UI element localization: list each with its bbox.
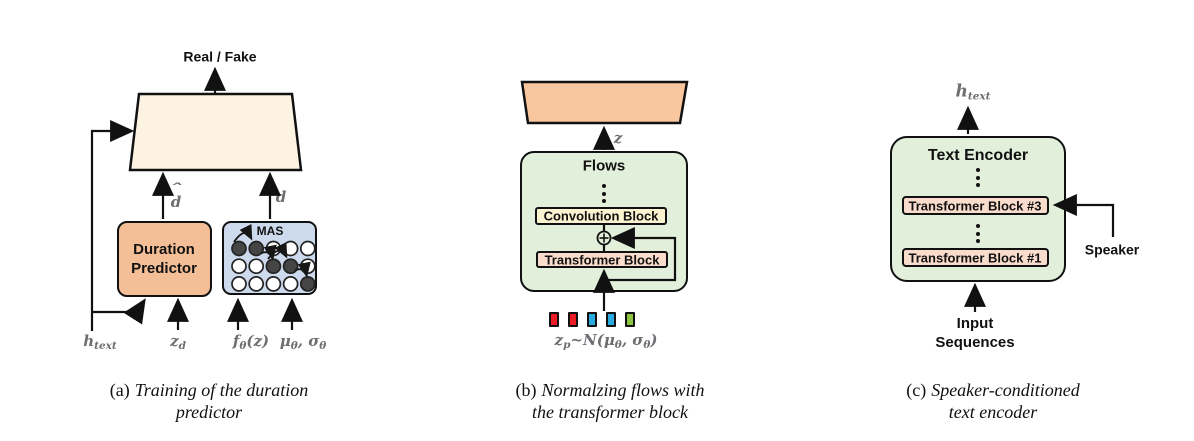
decoder-label: Decoder [571, 94, 637, 111]
caption-c: (c)Speaker-conditioned text encoder [906, 380, 1080, 422]
flows-label: Flows [582, 157, 626, 175]
transformer-block-1-box [902, 248, 1049, 267]
vertical-ellipsis-icon [976, 168, 980, 187]
convolution-block-box [535, 207, 667, 225]
h-text-output-label: htext [955, 81, 991, 103]
mu-sigma-label: μθ, σθ [279, 332, 327, 352]
transformer-block-3-box [902, 196, 1049, 215]
text-encoder-label: Text Encoder [927, 147, 1029, 164]
real-fake-label: Real / Fake [183, 48, 257, 65]
f-theta-z-label: fθ(z) [232, 332, 270, 352]
duration-discriminator-label: Duration Discriminator [166, 114, 264, 150]
prior-sample-squares [549, 312, 635, 327]
transformer-block-1-label: Transformer Block #1 [908, 250, 1042, 266]
z-d-label: zd [170, 332, 186, 352]
d-label: d [275, 188, 287, 206]
sample-square [568, 312, 578, 327]
transformer-block-label: Transformer Block [544, 252, 660, 268]
sample-square [587, 312, 597, 327]
vertical-ellipsis-icon [976, 224, 980, 243]
duration-predictor-label: Duration Predictor [131, 241, 197, 277]
z-label: z [613, 129, 623, 147]
h-text-to-predictor-line [92, 298, 146, 325]
sample-square [625, 312, 635, 327]
vertical-ellipsis-icon [602, 184, 606, 203]
convolution-block-label: Convolution Block [543, 208, 659, 224]
sample-square [606, 312, 616, 327]
h-text-label: htext [83, 332, 117, 352]
input-sequences-label: Input Sequences [935, 315, 1015, 351]
speaker-label: Speaker [1084, 241, 1140, 258]
transformer-block-3-label: Transformer Block #3 [908, 198, 1042, 214]
mas-label: MAS [256, 224, 284, 238]
caption-a: (a)Training of the duration predictor [109, 380, 309, 422]
caption-b: (b)Normalzing flows with the transformer… [515, 380, 705, 422]
sample-square [549, 312, 559, 327]
z-p-distribution-label: zp~N(μθ, σθ) [554, 331, 658, 351]
